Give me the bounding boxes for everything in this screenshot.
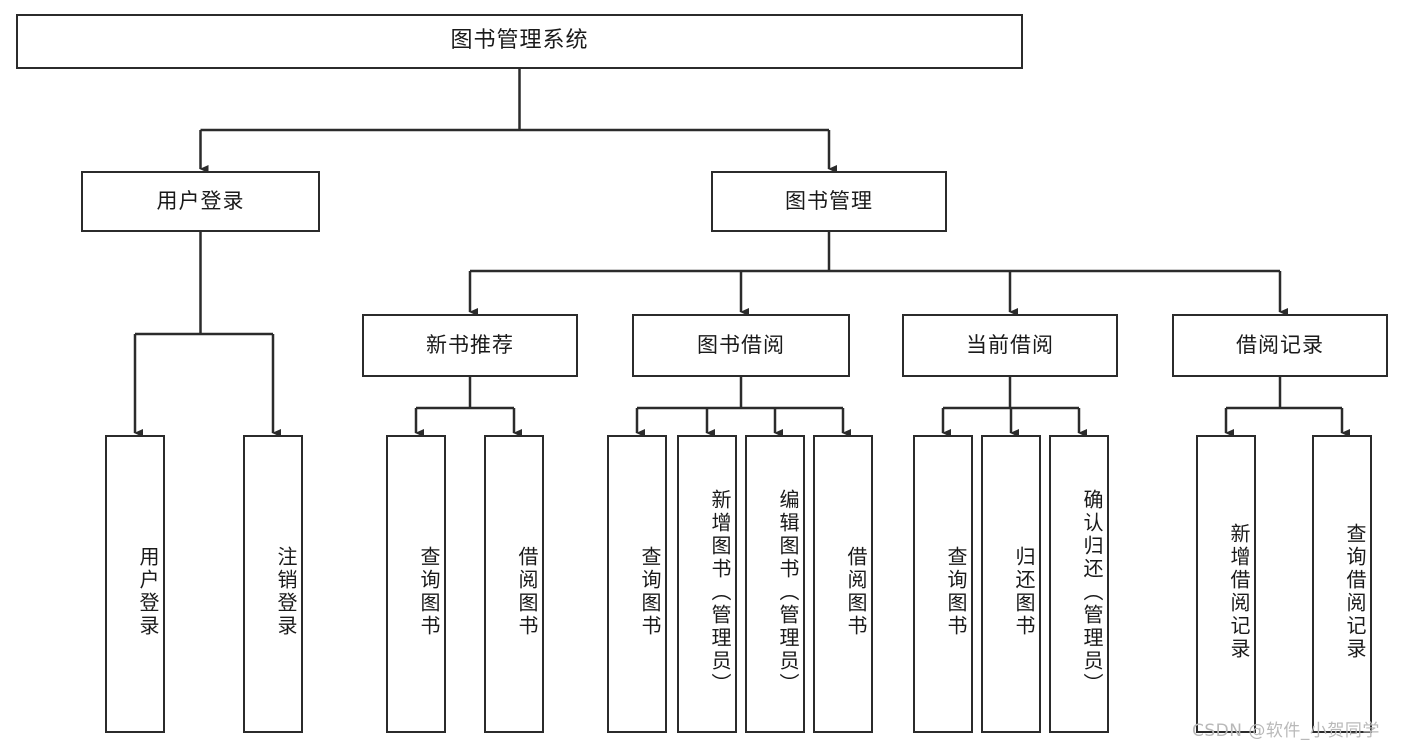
node-label: 查询图书 (638, 546, 662, 638)
node-l-login-1[interactable]: 用户登录 (105, 435, 165, 733)
node-label: 图书管理 (785, 188, 873, 213)
node-label: 归还图书 (1012, 546, 1036, 638)
node-label: 注销登录 (274, 546, 298, 638)
node-label: 借阅记录 (1236, 332, 1324, 357)
node-label: 新增图书（管理员） (708, 488, 732, 696)
node-l-rec-1[interactable]: 新增借阅记录 (1196, 435, 1256, 733)
csdn-watermark: CSDN @软件_小贺同学 (1192, 721, 1380, 741)
node-l-bor-4[interactable]: 借阅图书 (813, 435, 873, 733)
node-l-bor-1[interactable]: 查询图书 (607, 435, 667, 733)
node-label: 新书推荐 (426, 332, 514, 357)
node-label: 查询图书 (944, 546, 968, 638)
node-bookmgmt[interactable]: 图书管理 (711, 171, 947, 232)
node-l-cur-3[interactable]: 确认归还（管理员） (1049, 435, 1109, 733)
node-l-bor-3[interactable]: 编辑图书（管理员） (745, 435, 805, 733)
node-l-bor-2[interactable]: 新增图书（管理员） (677, 435, 737, 733)
node-label: 用户登录 (136, 546, 160, 638)
node-label: 图书管理系统 (450, 28, 589, 54)
node-label: 编辑图书（管理员） (776, 488, 800, 696)
node-current[interactable]: 当前借阅 (902, 314, 1118, 377)
node-l-cur-2[interactable]: 归还图书 (981, 435, 1041, 733)
node-l-rec-2[interactable]: 查询借阅记录 (1312, 435, 1372, 733)
node-records[interactable]: 借阅记录 (1172, 314, 1388, 377)
node-label: 图书借阅 (697, 332, 785, 357)
node-label: 用户登录 (156, 188, 245, 213)
node-label: 当前借阅 (966, 332, 1054, 357)
node-label: 查询借阅记录 (1343, 523, 1367, 661)
node-l-new-1[interactable]: 查询图书 (386, 435, 446, 733)
node-label: 查询图书 (417, 546, 441, 638)
node-borrow[interactable]: 图书借阅 (632, 314, 850, 377)
node-l-new-2[interactable]: 借阅图书 (484, 435, 544, 733)
node-newbook[interactable]: 新书推荐 (362, 314, 578, 377)
node-root[interactable]: 图书管理系统 (16, 14, 1023, 69)
node-label: 借阅图书 (844, 546, 868, 638)
node-label: 新增借阅记录 (1227, 523, 1251, 661)
node-label: 确认归还（管理员） (1080, 488, 1104, 696)
node-l-login-2[interactable]: 注销登录 (243, 435, 303, 733)
node-l-cur-1[interactable]: 查询图书 (913, 435, 973, 733)
node-login[interactable]: 用户登录 (81, 171, 320, 232)
node-label: 借阅图书 (515, 546, 539, 638)
